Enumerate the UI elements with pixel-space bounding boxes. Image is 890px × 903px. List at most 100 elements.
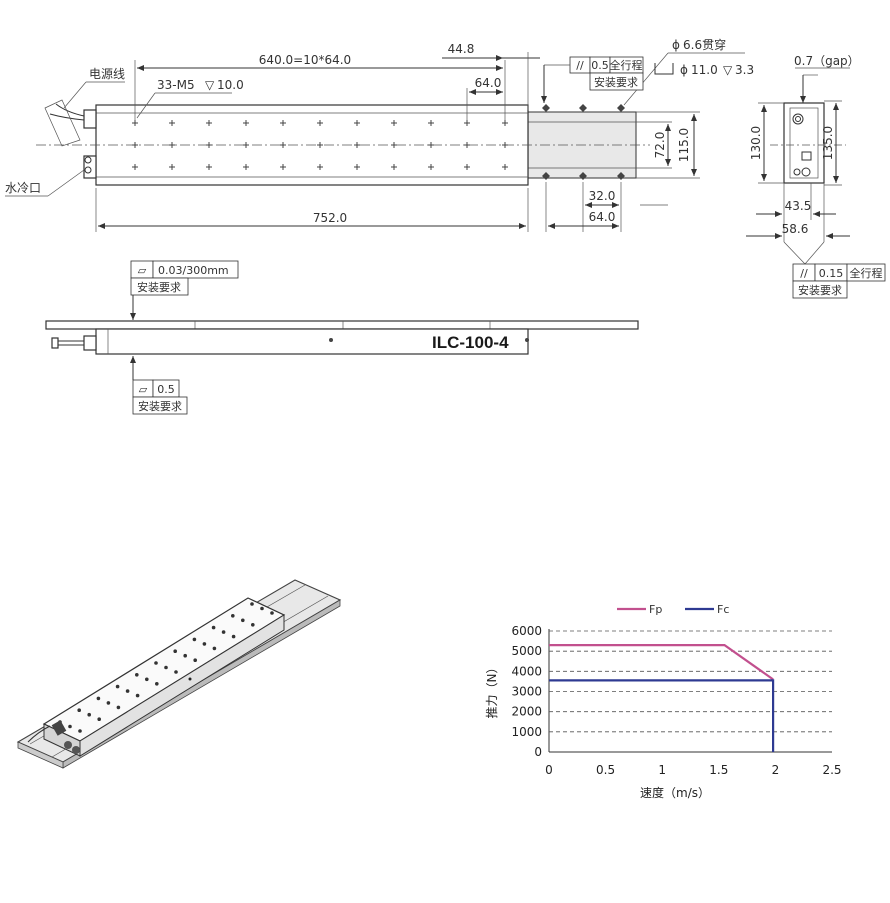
mounting-hole bbox=[502, 142, 508, 148]
mounting-hole bbox=[428, 164, 434, 170]
iso-hole bbox=[135, 693, 140, 698]
y-tick-label: 6000 bbox=[511, 624, 542, 638]
iso-hole bbox=[135, 673, 139, 677]
gap-label: 0.7（gap） bbox=[794, 54, 860, 68]
iso-hole bbox=[77, 708, 81, 712]
iso-hole bbox=[183, 653, 187, 658]
mounting-hole bbox=[428, 120, 434, 126]
iso-hole bbox=[173, 649, 177, 653]
x-tick-label: 0 bbox=[545, 763, 553, 777]
mounting-hole bbox=[169, 142, 175, 148]
x-tick-label: 1.5 bbox=[709, 763, 728, 777]
parallel-scope-top: 全行程 bbox=[610, 58, 643, 72]
mounting-hole bbox=[354, 164, 360, 170]
diameter-symbol-2: ϕ bbox=[680, 63, 688, 77]
iso-hole bbox=[270, 611, 274, 615]
tapped-holes-label: 33-M5 bbox=[157, 78, 195, 92]
mounting-hole bbox=[354, 142, 360, 148]
mounting-hole bbox=[391, 142, 397, 148]
chart-grid bbox=[549, 630, 832, 733]
mounting-hole bbox=[317, 142, 323, 148]
parallel-value-top: 0.5 bbox=[591, 59, 609, 72]
iso-hole bbox=[68, 724, 72, 729]
iso-hole bbox=[164, 665, 168, 670]
dim-64-bottom: 64.0 bbox=[589, 210, 616, 224]
mounting-hole bbox=[243, 164, 249, 170]
end-view-body bbox=[783, 102, 825, 184]
dim-43-5: 43.5 bbox=[785, 199, 812, 213]
mounting-holes bbox=[132, 120, 508, 170]
flatness-value-stator: 0.03/300mm bbox=[158, 264, 229, 277]
iso-hole bbox=[251, 623, 255, 627]
iso-hole bbox=[97, 717, 101, 721]
series-fc-line bbox=[549, 679, 775, 752]
dim-58-6: 58.6 bbox=[782, 222, 809, 236]
dim-32: 32.0 bbox=[589, 189, 616, 203]
flatness-symbol-mover: ▱ bbox=[139, 383, 148, 396]
mounting-hole bbox=[317, 120, 323, 126]
y-tick-label: 0 bbox=[534, 745, 542, 759]
flatness-note-mover: 安装要求 bbox=[138, 399, 182, 413]
chart-series bbox=[549, 643, 775, 752]
mounting-hole bbox=[354, 120, 360, 126]
legend-fp-label: Fp bbox=[649, 603, 662, 616]
iso-hole bbox=[96, 696, 101, 701]
depth-symbol-2: ▽ bbox=[723, 63, 733, 77]
iso-hole bbox=[221, 630, 226, 634]
mounting-hole bbox=[464, 164, 470, 170]
mounting-hole bbox=[132, 142, 138, 148]
mounting-hole bbox=[464, 120, 470, 126]
series-fp-line bbox=[549, 643, 774, 681]
iso-hole bbox=[116, 705, 121, 710]
x-tick-label: 0.5 bbox=[596, 763, 615, 777]
iso-hole bbox=[115, 684, 120, 689]
flatness-value-mover: 0.5 bbox=[157, 383, 175, 396]
y-axis-title: 推力（N） bbox=[485, 662, 499, 719]
model-label: ILC-100-4 bbox=[432, 333, 509, 352]
iso-hole bbox=[202, 642, 207, 646]
dim-135: 135.0 bbox=[821, 126, 835, 160]
iso-hole bbox=[231, 614, 235, 618]
parallel-symbol-top: // bbox=[576, 59, 584, 72]
dim-72: 72.0 bbox=[653, 132, 667, 159]
iso-hole bbox=[106, 701, 111, 705]
mounting-hole bbox=[502, 164, 508, 170]
x-tick-label: 2 bbox=[772, 763, 780, 777]
through-hole-label: 6.6贯穿 bbox=[683, 37, 726, 52]
iso-hole bbox=[260, 606, 264, 611]
mounting-hole bbox=[464, 142, 470, 148]
flatness-symbol-stator: ▱ bbox=[138, 264, 147, 277]
parallel-symbol-side: // bbox=[800, 267, 808, 280]
y-tick-label: 4000 bbox=[511, 664, 542, 678]
diameter-symbol: ϕ bbox=[672, 38, 680, 52]
iso-hole bbox=[145, 677, 149, 682]
mounting-hole bbox=[206, 120, 212, 126]
mounting-hole bbox=[243, 142, 249, 148]
iso-mounting-holes bbox=[58, 602, 274, 733]
mounting-hole bbox=[169, 120, 175, 126]
iso-hole bbox=[211, 625, 216, 630]
iso-hole bbox=[155, 682, 159, 686]
mounting-hole bbox=[280, 120, 286, 126]
x-tick-label: 1 bbox=[658, 763, 666, 777]
isometric-view bbox=[16, 579, 342, 769]
dim-115: 115.0 bbox=[677, 128, 691, 162]
iso-hole bbox=[78, 729, 82, 733]
stator-plate bbox=[45, 320, 639, 330]
mounting-hole bbox=[206, 142, 212, 148]
parallel-note-side: 安装要求 bbox=[798, 283, 842, 297]
mounting-hole bbox=[243, 120, 249, 126]
iso-hole bbox=[87, 712, 91, 717]
mounting-hole bbox=[169, 164, 175, 170]
counterbore-depth: 3.3 bbox=[735, 63, 754, 77]
mounting-hole bbox=[391, 164, 397, 170]
y-tick-label: 1000 bbox=[511, 725, 542, 739]
mounting-hole bbox=[317, 164, 323, 170]
y-tick-label: 5000 bbox=[511, 644, 542, 658]
mounting-hole bbox=[391, 120, 397, 126]
mounting-hole bbox=[132, 120, 138, 126]
